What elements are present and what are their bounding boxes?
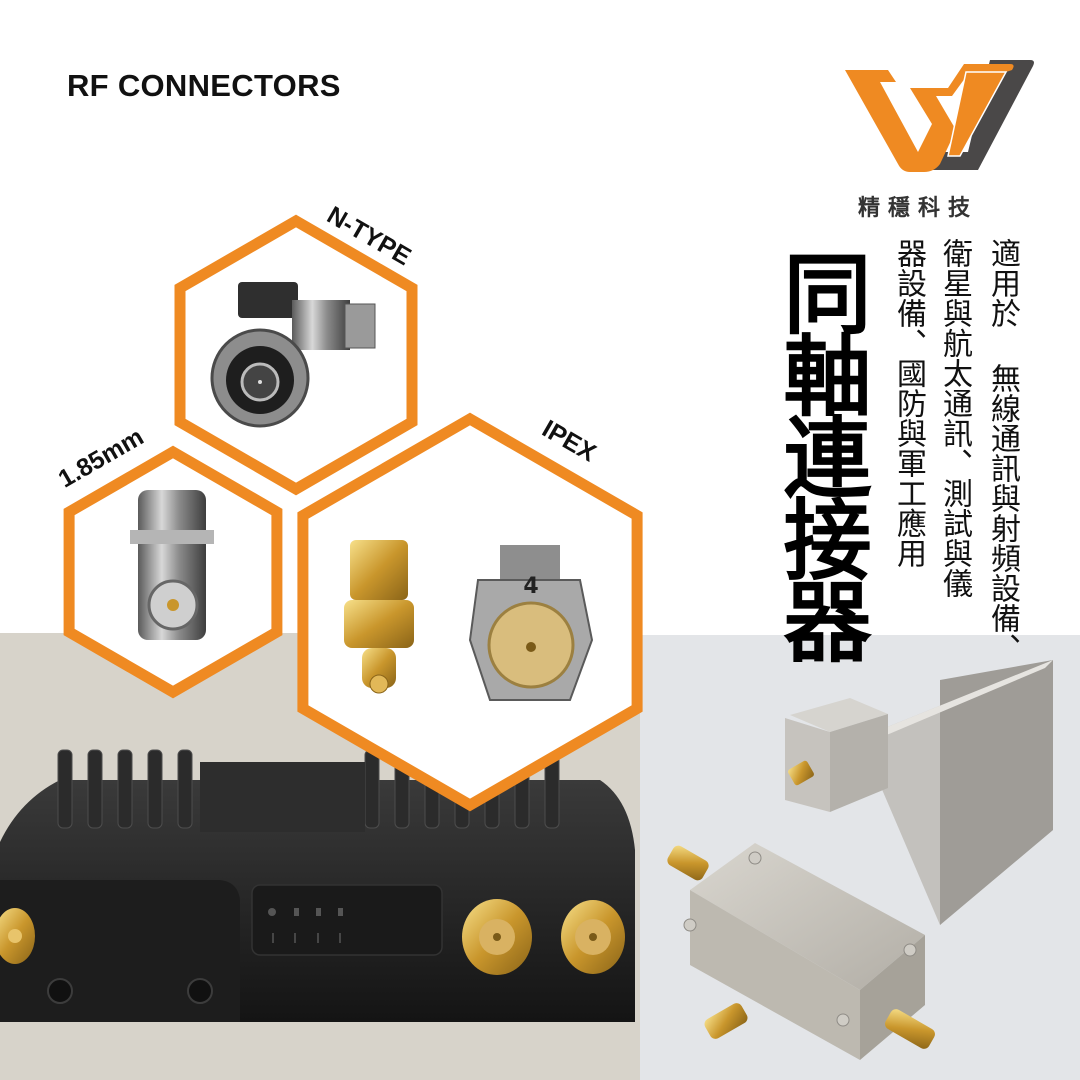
connector-hex-2: 1.85mm	[54, 423, 283, 699]
ipex-connectors-image: 4	[344, 540, 594, 701]
main-title: 同軸連接器	[769, 248, 872, 658]
hexagon-frame	[297, 412, 643, 812]
connector-hex-1: N-TYPE	[174, 201, 418, 496]
horn-antenna-image	[785, 660, 1053, 925]
brand-name: 精穩科技	[858, 195, 979, 221]
connector-marking: 4	[523, 574, 538, 599]
description-line-3: 器設備、國防與軍工應用	[891, 238, 926, 568]
n-type-right-angle-connector-image	[210, 282, 376, 428]
description-line-2: 衛星與航太通訊、測試與儀	[937, 238, 972, 598]
description-line-1: 適用於 無線通訊與射頻設備、	[985, 238, 1020, 663]
vw-logo-icon	[845, 60, 1034, 172]
router-image	[0, 749, 635, 1022]
power-divider-image	[667, 843, 935, 1060]
page-heading: RF CONNECTORS	[67, 68, 341, 103]
1-85mm-adapter-image	[130, 490, 214, 640]
